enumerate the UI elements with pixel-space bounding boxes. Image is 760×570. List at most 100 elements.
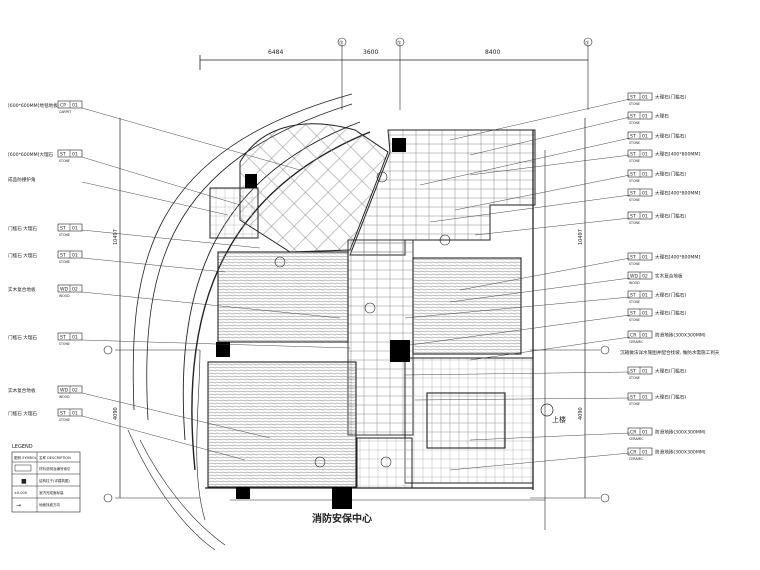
tag-sub: STONE bbox=[59, 233, 70, 237]
tag-note: 实木复合地板 bbox=[8, 387, 36, 394]
tag-sub: STONE bbox=[629, 221, 640, 225]
tag-number: 01 bbox=[642, 152, 648, 158]
tag-note: 大理石(门槛石) bbox=[655, 292, 686, 299]
tag-sub: CARPET bbox=[59, 110, 72, 114]
room-title: 消防安保中心 bbox=[312, 512, 372, 525]
material-tag-left: 成品防撞护角 bbox=[8, 176, 36, 183]
grid-label-a: ① bbox=[339, 41, 344, 47]
tag-code: WD bbox=[60, 287, 69, 293]
tag-number: 01 bbox=[642, 255, 648, 261]
tag-sub: STONE bbox=[629, 121, 640, 125]
waterproof-note: 沉箱做法详水施图并配合找坡, 做防水需施工到天 bbox=[620, 349, 720, 356]
tag-sub: STONE bbox=[59, 159, 70, 163]
tag-code: CR bbox=[630, 430, 637, 436]
tag-code: ST bbox=[630, 95, 636, 101]
ceramic-tile-area-bottom bbox=[356, 437, 413, 489]
tag-code: WD bbox=[630, 274, 639, 280]
dim-right-upper: 10497 bbox=[578, 229, 584, 245]
legend-row-3-text: 室内完成面标高 bbox=[39, 490, 64, 495]
tag-code: ST bbox=[630, 395, 636, 401]
tag-sub: WOOD bbox=[629, 281, 640, 285]
dim-3600: 3600 bbox=[363, 49, 378, 56]
legend-row-4-text: 地面找坡方向 bbox=[39, 502, 60, 507]
tag-sub: WOOD bbox=[59, 294, 70, 298]
tag-number: 02 bbox=[72, 287, 78, 293]
upstairs-label: 上楼 bbox=[552, 415, 566, 424]
tag-note: 门槛石 大理石 bbox=[8, 252, 37, 259]
tag-note: [600*600MM]大理石 bbox=[8, 151, 54, 158]
tag-code: WD bbox=[60, 388, 69, 394]
grid-label-c: ① bbox=[585, 41, 590, 47]
tag-note: 大理石(门槛石) bbox=[655, 133, 686, 140]
tag-code: ST bbox=[60, 152, 66, 158]
tag-note: 大理石(门槛石) bbox=[655, 394, 686, 401]
tag-code: ST bbox=[630, 191, 636, 197]
wood-floor-room-right bbox=[412, 257, 522, 355]
tag-sub: STONE bbox=[629, 300, 640, 304]
tag-note: 大理石(门槛石) bbox=[655, 94, 686, 101]
grid-label-b: ① bbox=[397, 41, 402, 47]
tag-code: ST bbox=[630, 293, 636, 299]
tag-number: 01 bbox=[642, 172, 648, 178]
tag-note: 实木复合地板 bbox=[655, 273, 683, 280]
tag-note: 门槛石 大理石 bbox=[8, 225, 37, 232]
tag-sub: STONE bbox=[629, 159, 640, 163]
right-leader-lines bbox=[404, 98, 631, 471]
tag-number: 01 bbox=[72, 152, 78, 158]
tag-number: 02 bbox=[642, 274, 648, 280]
dim-6484: 6484 bbox=[268, 49, 283, 56]
legend-row-2-text: 结构柱子(详建筑图) bbox=[39, 478, 70, 483]
tag-sub: STONE bbox=[629, 198, 640, 202]
tag-code: ST bbox=[60, 253, 66, 259]
tag-number: 01 bbox=[642, 114, 648, 120]
tag-number: 01 bbox=[642, 134, 648, 140]
tag-sub: STONE bbox=[629, 102, 640, 106]
building-outline bbox=[205, 130, 546, 530]
legend-header-symbol: 图例 SYMBOL bbox=[14, 455, 37, 460]
tag-sub: CERAMIC bbox=[629, 457, 644, 461]
legend: LEGEND 图例 SYMBOL 名称 DESCRIPTION 材料说明及编号索… bbox=[11, 444, 81, 513]
tag-note: [600*600MM]地毯地板 bbox=[8, 102, 58, 109]
tag-sub: STONE bbox=[629, 141, 640, 145]
tag-note: 门槛石 大理石 bbox=[8, 334, 37, 341]
tag-note: 门槛石 大理石 bbox=[8, 410, 37, 417]
tag-note: 大理石(门槛石) bbox=[655, 213, 686, 220]
tag-code: ST bbox=[630, 152, 636, 158]
tag-note: 防滑地砖(300X300MM) bbox=[655, 449, 706, 456]
tag-note: 防滑地砖(300X300MM) bbox=[655, 429, 706, 436]
elevation-markers bbox=[274, 171, 554, 468]
tag-number: 01 bbox=[72, 253, 78, 259]
legend-row-1-text: 材料说明及编号索引 bbox=[39, 466, 71, 471]
tag-number: 01 bbox=[642, 333, 648, 339]
tag-number: 01 bbox=[72, 226, 78, 232]
tag-code: ST bbox=[630, 311, 636, 317]
tag-number: 01 bbox=[642, 430, 648, 436]
tag-note: 大理石(门槛石) bbox=[655, 368, 686, 375]
tag-sub: STONE bbox=[629, 179, 640, 183]
tag-number: 01 bbox=[642, 369, 648, 375]
tag-sub: CERAMIC bbox=[629, 437, 644, 441]
tag-note: 大理石[400*800MM] bbox=[655, 190, 700, 197]
left-dimension-line: 10497 4090 bbox=[103, 118, 200, 503]
tag-note: 大理石(门槛石) bbox=[655, 171, 686, 178]
tag-number: 01 bbox=[642, 395, 648, 401]
tag-note: 大理石[400*800MM] bbox=[655, 254, 700, 261]
central-corridor-tile-area bbox=[347, 239, 414, 436]
legend-title: LEGEND bbox=[12, 444, 33, 450]
